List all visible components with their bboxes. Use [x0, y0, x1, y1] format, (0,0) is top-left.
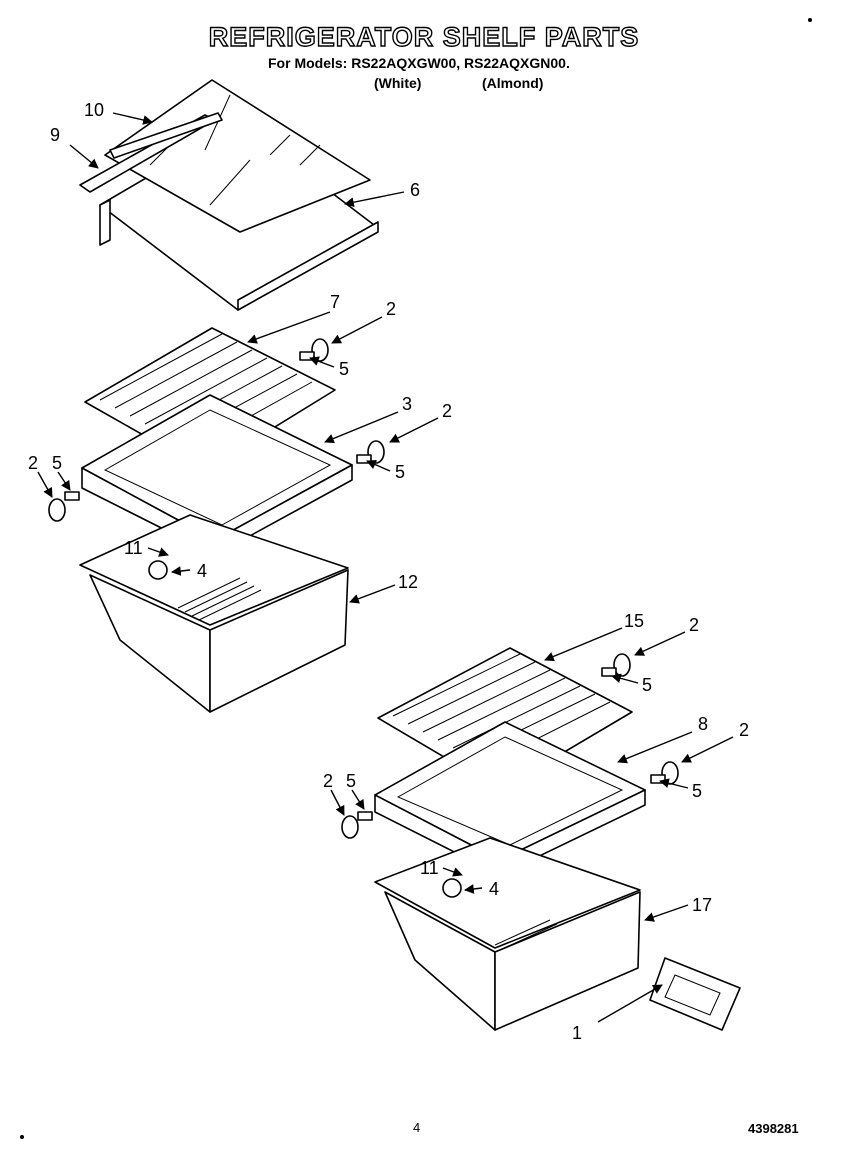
callout-2: 2 [689, 615, 699, 635]
callout-1: 1 [572, 1023, 582, 1043]
callout-5: 5 [395, 462, 405, 482]
callout-6: 6 [410, 180, 420, 200]
lower-crisper-drawer [374, 837, 641, 1031]
corner-mark-top-right [808, 18, 812, 22]
page-title: REFRIGERATOR SHELF PARTS [208, 21, 640, 52]
callout-11: 11 [124, 538, 143, 558]
callout-5: 5 [692, 781, 702, 801]
callout-11: 11 [420, 858, 439, 878]
document-number: 4398281 [748, 1121, 799, 1136]
callout-10: 10 [84, 100, 104, 120]
callout-3: 3 [402, 394, 412, 414]
callout-8: 8 [698, 714, 708, 734]
callout-5: 5 [52, 453, 62, 473]
variant-almond: (Almond) [482, 75, 544, 91]
corner-mark-bottom-left [20, 1135, 24, 1139]
upper-crisper-drawer [79, 514, 349, 713]
callout-7: 7 [330, 292, 340, 312]
callout-2: 2 [323, 771, 333, 791]
bracket-part [649, 957, 741, 1031]
callout-15: 15 [624, 611, 644, 631]
callout-2: 2 [28, 453, 38, 473]
callout-2: 2 [442, 401, 452, 421]
callout-4: 4 [197, 561, 207, 581]
leader-lines [37, 112, 734, 1023]
variant-white: (White) [374, 75, 422, 91]
model-numbers: For Models: RS22AQXGW00, RS22AQXGN00. [268, 55, 570, 71]
callout-labels: 10 9 6 7 2 5 3 2 5 2 5 11 4 12 15 2 5 8 … [28, 100, 749, 1043]
callout-2: 2 [739, 720, 749, 740]
callout-5: 5 [642, 675, 652, 695]
callout-9: 9 [50, 125, 60, 145]
callout-5: 5 [346, 771, 356, 791]
glass-shelf-assembly [79, 79, 379, 311]
page-number: 4 [413, 1120, 421, 1135]
roller-hardware [48, 338, 679, 898]
callout-2: 2 [386, 299, 396, 319]
callout-17: 17 [692, 895, 712, 915]
upper-crisper-cover [81, 327, 353, 556]
callout-4: 4 [489, 879, 499, 899]
callout-5: 5 [339, 359, 349, 379]
lower-crisper-cover [374, 647, 646, 876]
callout-12: 12 [398, 572, 418, 592]
